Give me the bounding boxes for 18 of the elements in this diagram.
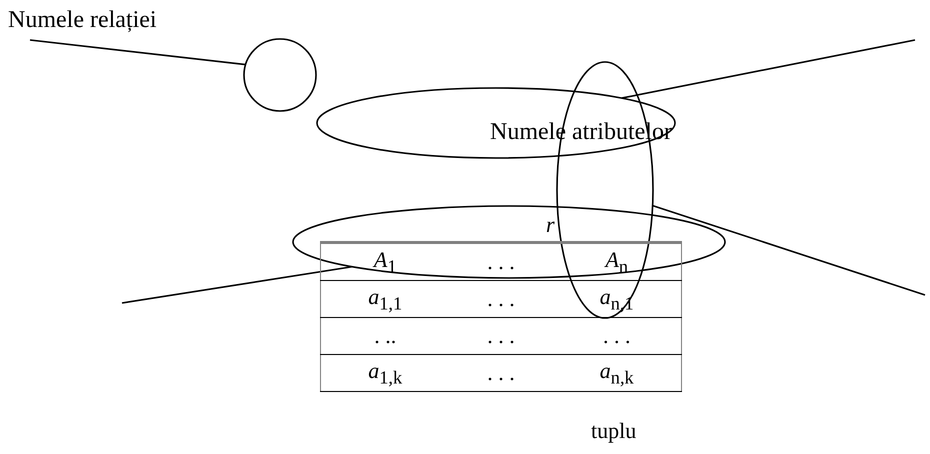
callout-text: Numele relației	[8, 8, 157, 32]
leader-line	[30, 39, 246, 66]
leader-line	[622, 39, 916, 99]
table-cell: . . .	[449, 280, 552, 318]
table-cell: . . .	[552, 318, 682, 354]
table-cell: a$_{1,k}$	[320, 354, 450, 392]
table-cell: . . .	[449, 354, 552, 392]
table-cell: . ..	[320, 318, 450, 354]
tuple-label: tuplu	[591, 420, 636, 442]
leader-line	[122, 266, 352, 304]
table-cell: a$_{1,1}$	[320, 280, 450, 318]
leader-line	[652, 204, 926, 296]
table-cell: . . .	[449, 318, 552, 354]
circle-outline	[243, 38, 317, 112]
ellipse-outline	[292, 205, 726, 279]
relation-symbol: r	[546, 214, 555, 236]
table-cell: . . .	[449, 242, 552, 280]
table-cell: a$_{n,k}$	[552, 354, 682, 392]
